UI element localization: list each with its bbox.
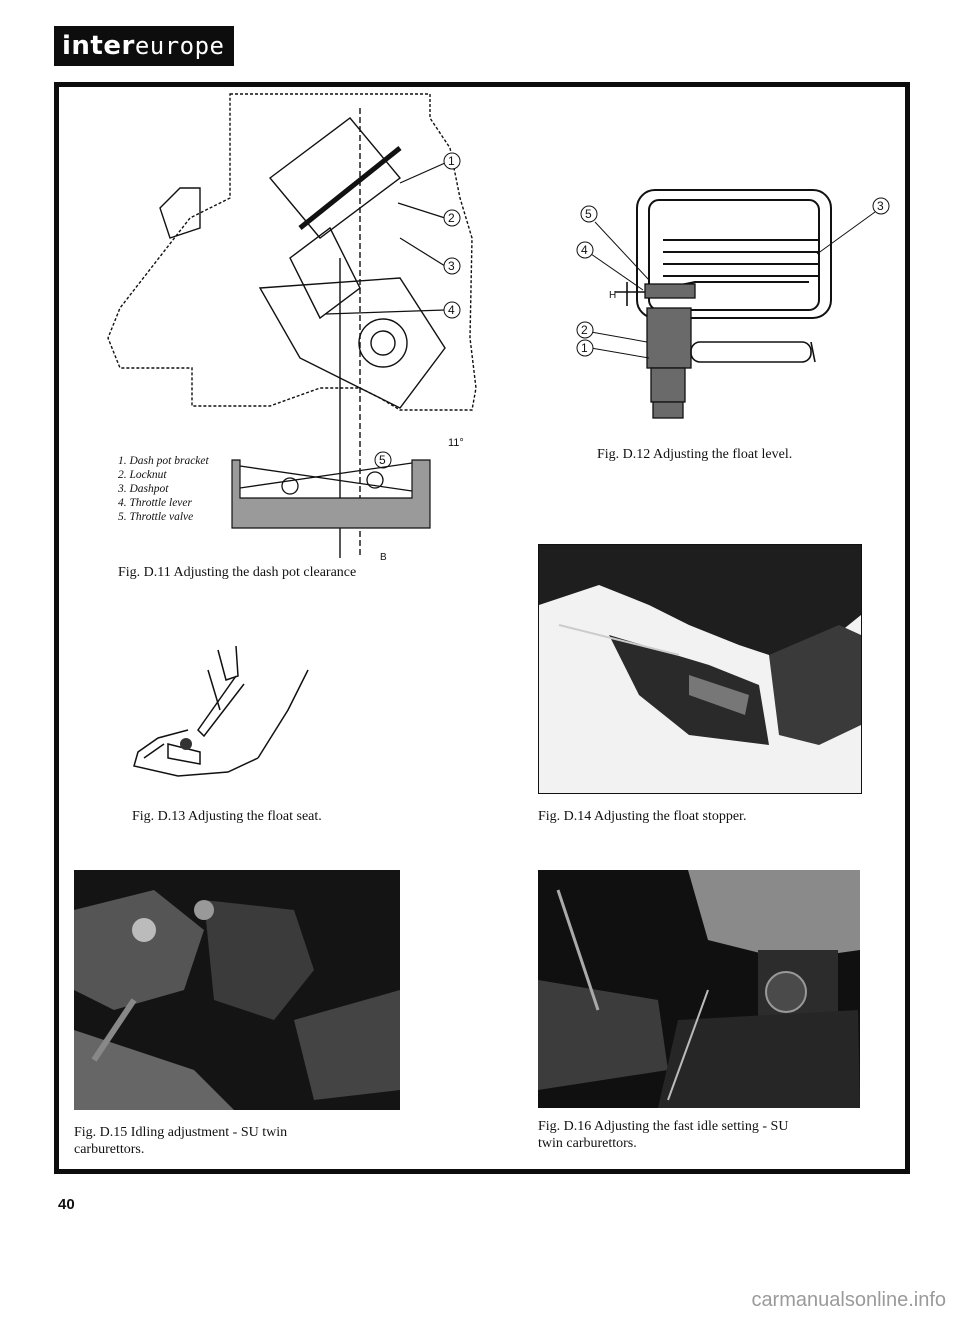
d15-photo-graphic bbox=[74, 870, 400, 1110]
d12-callout-4: 4 bbox=[581, 243, 588, 257]
figure-d11-diagram: 1 2 3 4 5 11° B bbox=[107, 93, 477, 560]
d11-callout-4: 4 bbox=[448, 303, 455, 317]
figure-d12-caption: Fig. D.12 Adjusting the float level. bbox=[597, 447, 793, 462]
figure-d16-caption: Fig. D.16 Adjusting the fast idle settin… bbox=[538, 1118, 858, 1152]
figure-d13-drawing bbox=[133, 645, 309, 777]
figure-d14-caption: Fig. D.14 Adjusting the float stopper. bbox=[538, 809, 747, 824]
figure-d13-caption: Fig. D.13 Adjusting the float seat. bbox=[132, 809, 322, 824]
d12-callout-5: 5 bbox=[585, 207, 592, 221]
legend-item: 1. Dash pot bracket bbox=[118, 455, 209, 467]
figure-d15-caption: Fig. D.15 Idling adjustment - SU twin ca… bbox=[74, 1124, 394, 1158]
figure-d14-photo bbox=[538, 544, 862, 794]
page-frame bbox=[54, 82, 910, 1174]
d11-angle-label: 11° bbox=[448, 437, 464, 449]
figure-d11-caption: Fig. D.11 Adjusting the dash pot clearan… bbox=[118, 565, 357, 580]
d11-callout-3: 3 bbox=[448, 259, 455, 273]
legend-item: 2. Locknut bbox=[118, 469, 167, 481]
d11-callout-5: 5 bbox=[379, 453, 386, 467]
figure-d16-photo bbox=[538, 870, 860, 1108]
watermark: carmanualsonline.info bbox=[751, 1289, 946, 1311]
d11-callout-2: 2 bbox=[448, 211, 455, 225]
brand-logo: intereurope bbox=[54, 26, 234, 66]
brand-logo-prefix: inter bbox=[62, 31, 135, 61]
d16-photo-graphic bbox=[538, 870, 860, 1108]
d15-caption-line2: carburettors. bbox=[74, 1142, 145, 1157]
legend-item: 3. Dashpot bbox=[118, 483, 169, 495]
figure-d15-photo bbox=[74, 870, 400, 1110]
d12-callout-2: 2 bbox=[581, 323, 588, 337]
d12-callout-3: 3 bbox=[877, 199, 884, 213]
d16-caption-line2: twin carburettors. bbox=[538, 1136, 637, 1151]
page-number: 40 bbox=[58, 1196, 75, 1213]
d12-callout-1: 1 bbox=[581, 341, 588, 355]
d12-dim-label: H bbox=[609, 290, 616, 301]
legend-item: 4. Throttle lever bbox=[118, 497, 192, 509]
d11-dim-label: B bbox=[380, 552, 387, 560]
figure-d11-legend: 1. Dash pot bracket 2. Locknut 3. Dashpo… bbox=[118, 454, 218, 524]
legend-item: 5. Throttle valve bbox=[118, 511, 194, 523]
d11-callout-1: 1 bbox=[448, 154, 455, 168]
d14-photo-graphic bbox=[539, 545, 861, 745]
brand-logo-suffix: europe bbox=[134, 32, 225, 60]
d15-caption-line1: Fig. D.15 Idling adjustment - SU twin bbox=[74, 1125, 288, 1140]
d16-caption-line1: Fig. D.16 Adjusting the fast idle settin… bbox=[538, 1119, 789, 1134]
figure-d12-diagram: 5 4 3 2 1 H bbox=[576, 189, 890, 419]
